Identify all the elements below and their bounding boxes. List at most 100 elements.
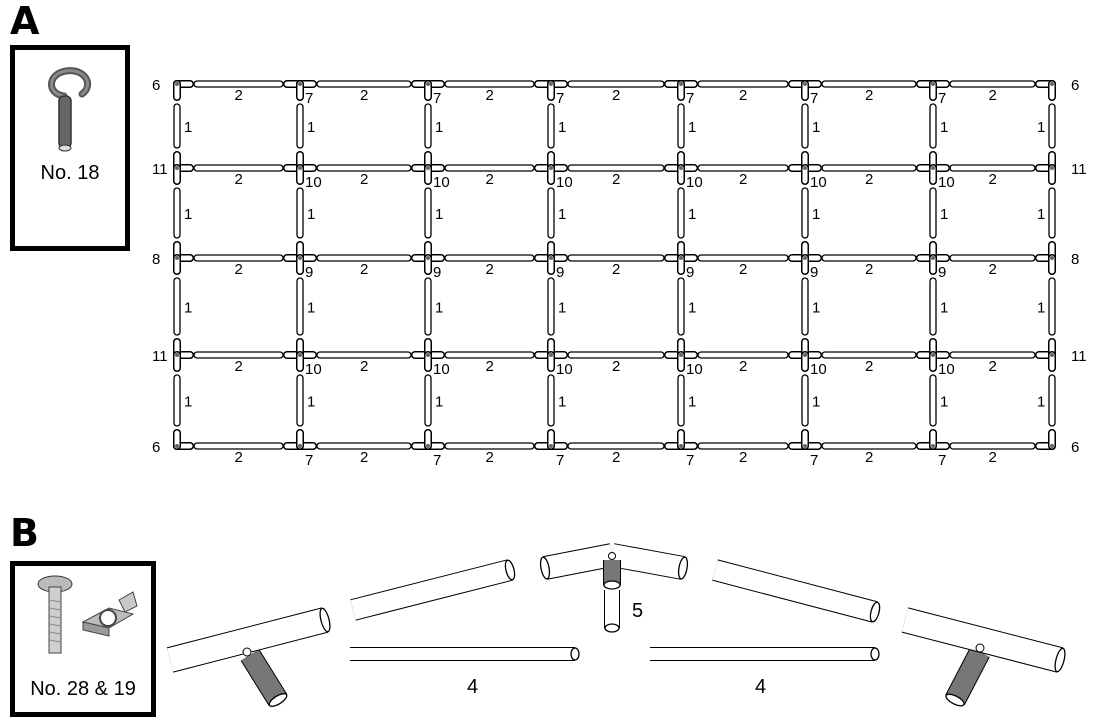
pipe-fitting	[173, 151, 194, 185]
short-pipe-label: 1	[812, 300, 820, 317]
fitting-label: 7	[686, 452, 694, 469]
long-pipe-label: 2	[235, 171, 243, 188]
long-pipe-label: 2	[360, 358, 368, 375]
fitting-label: 10	[686, 361, 703, 378]
pipe-fitting	[1035, 338, 1056, 372]
pipe-fitting	[788, 80, 822, 101]
long-pipe-label: 2	[360, 171, 368, 188]
long-pipe-label: 2	[989, 87, 997, 104]
pipe-fitting	[664, 241, 698, 275]
long-pipe-label: 2	[612, 261, 620, 278]
short-pipe	[801, 103, 809, 149]
short-pipe	[424, 277, 432, 336]
short-pipe-label: 1	[435, 119, 443, 136]
ridge-arm-left	[539, 543, 615, 580]
long-pipe-label: 2	[865, 87, 873, 104]
long-pipe-label: 2	[235, 87, 243, 104]
pipe-fitting	[916, 151, 950, 185]
pipe-fitting	[1035, 241, 1056, 275]
long-pipe-label: 2	[612, 87, 620, 104]
short-pipe	[677, 374, 685, 427]
ridge-arm-right	[609, 543, 689, 580]
pipe-fitting	[283, 241, 317, 275]
short-pipe	[296, 103, 304, 149]
fitting-label: 9	[556, 264, 564, 281]
pipe-fitting	[788, 151, 822, 185]
short-pipe	[173, 103, 181, 149]
short-pipe	[801, 277, 809, 336]
long-pipe-label: 2	[235, 261, 243, 278]
eave-connector-right	[901, 607, 1066, 673]
short-pipe	[424, 103, 432, 149]
eave-connector-stub	[945, 646, 990, 707]
fitting-label: 10	[810, 174, 827, 191]
short-pipe	[1048, 277, 1056, 336]
long-pipe-label: 2	[486, 358, 494, 375]
long-pipe-label: 2	[989, 261, 997, 278]
short-pipe	[547, 103, 555, 149]
long-pipe-label: 2	[739, 449, 747, 466]
pipe-fitting	[411, 80, 445, 101]
long-pipe-label: 2	[989, 358, 997, 375]
pipe-fitting	[173, 338, 194, 372]
long-pipe-label: 2	[865, 449, 873, 466]
fitting-label: 7	[556, 90, 564, 107]
short-pipe-label: 1	[688, 206, 696, 223]
fitting-label: 11	[1071, 161, 1087, 178]
pipe-fitting	[916, 80, 950, 101]
pipe-fitting	[173, 429, 194, 450]
short-pipe-label: 1	[435, 394, 443, 411]
fitting-label: 9	[938, 264, 946, 281]
fitting-label: 7	[433, 452, 441, 469]
short-pipe	[929, 374, 937, 427]
short-pipe	[677, 187, 685, 239]
fitting-label: 7	[305, 90, 313, 107]
long-pipe-label: 2	[486, 261, 494, 278]
short-pipe	[547, 277, 555, 336]
long-pipe-label: 2	[865, 171, 873, 188]
fitting-label: 6	[152, 77, 160, 94]
long-pipe-label: 2	[486, 171, 494, 188]
fitting-label: 10	[810, 361, 827, 378]
pipe-fitting	[788, 241, 822, 275]
pipe-fitting	[411, 429, 445, 450]
long-pipe-label: 2	[739, 261, 747, 278]
long-pipe-label: 2	[739, 358, 747, 375]
eave-connector-left	[166, 607, 331, 673]
short-pipe	[296, 374, 304, 427]
fitting-label: 7	[686, 90, 694, 107]
fitting-label: 9	[686, 264, 694, 281]
short-pipe-label: 1	[307, 119, 315, 136]
pipe-fitting	[916, 338, 950, 372]
short-pipe-label: 1	[812, 119, 820, 136]
fitting-label: 10	[938, 174, 955, 191]
fitting-label: 7	[810, 90, 818, 107]
short-pipe-label: 1	[940, 300, 948, 317]
fitting-label: 10	[305, 174, 322, 191]
pipe-fitting	[1035, 80, 1056, 101]
pipe-fitting	[916, 429, 950, 450]
long-pipe-label: 2	[989, 171, 997, 188]
brace-right-label: 4	[755, 676, 766, 698]
fitting-label: 10	[305, 361, 322, 378]
short-pipe	[424, 187, 432, 239]
eave-connector-stub	[240, 649, 288, 707]
pipe-fitting	[1035, 429, 1056, 450]
short-pipe	[173, 374, 181, 427]
short-pipe	[547, 374, 555, 427]
long-pipe-label: 2	[235, 449, 243, 466]
pipe-fitting	[916, 241, 950, 275]
fitting-label: 7	[433, 90, 441, 107]
ridge-stub	[603, 560, 621, 590]
rafter-left	[350, 559, 516, 621]
pipe-fitting	[173, 80, 194, 101]
short-pipe	[677, 277, 685, 336]
fitting-label: 8	[152, 251, 160, 268]
hardware-label-a: No. 18	[40, 162, 100, 184]
short-pipe-label: 1	[1037, 300, 1045, 317]
short-pipe	[296, 277, 304, 336]
short-pipe-label: 1	[688, 119, 696, 136]
pipe-fitting	[664, 429, 698, 450]
long-pipe-label: 2	[739, 87, 747, 104]
section-a-letter: A	[10, 0, 40, 43]
